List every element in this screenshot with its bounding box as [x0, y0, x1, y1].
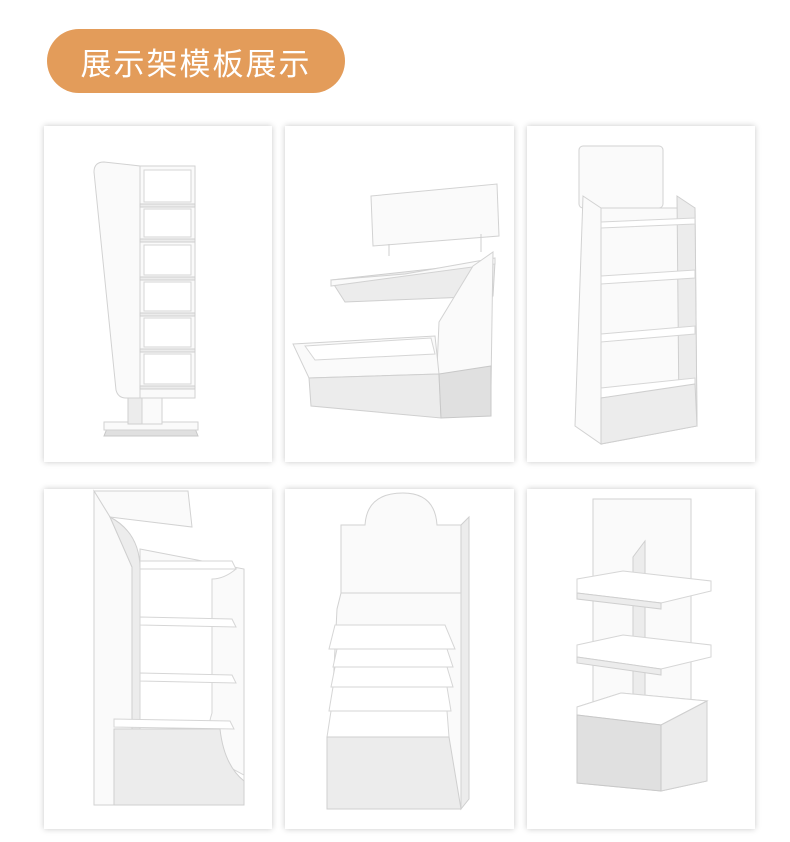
two-tier-bin-display-icon — [292, 183, 500, 419]
template-card-6[interactable] — [527, 489, 755, 829]
hexagonal-dump-bin-display-icon — [576, 498, 712, 792]
tall-slanted-bookshelf-display-icon — [93, 161, 199, 437]
curved-side-shelf-display-icon — [93, 489, 245, 806]
template-card-5[interactable] — [285, 489, 514, 829]
section-title: 展示架模板展示 — [80, 46, 312, 83]
template-card-1[interactable] — [44, 126, 272, 462]
template-card-3[interactable] — [527, 126, 755, 462]
template-card-4[interactable] — [44, 489, 272, 829]
section-title-badge: 展示架模板展示 — [47, 29, 345, 93]
template-card-2[interactable] — [285, 126, 514, 462]
arched-header-tiered-display-icon — [326, 492, 470, 811]
header-shelf-floor-display-icon — [574, 145, 698, 445]
